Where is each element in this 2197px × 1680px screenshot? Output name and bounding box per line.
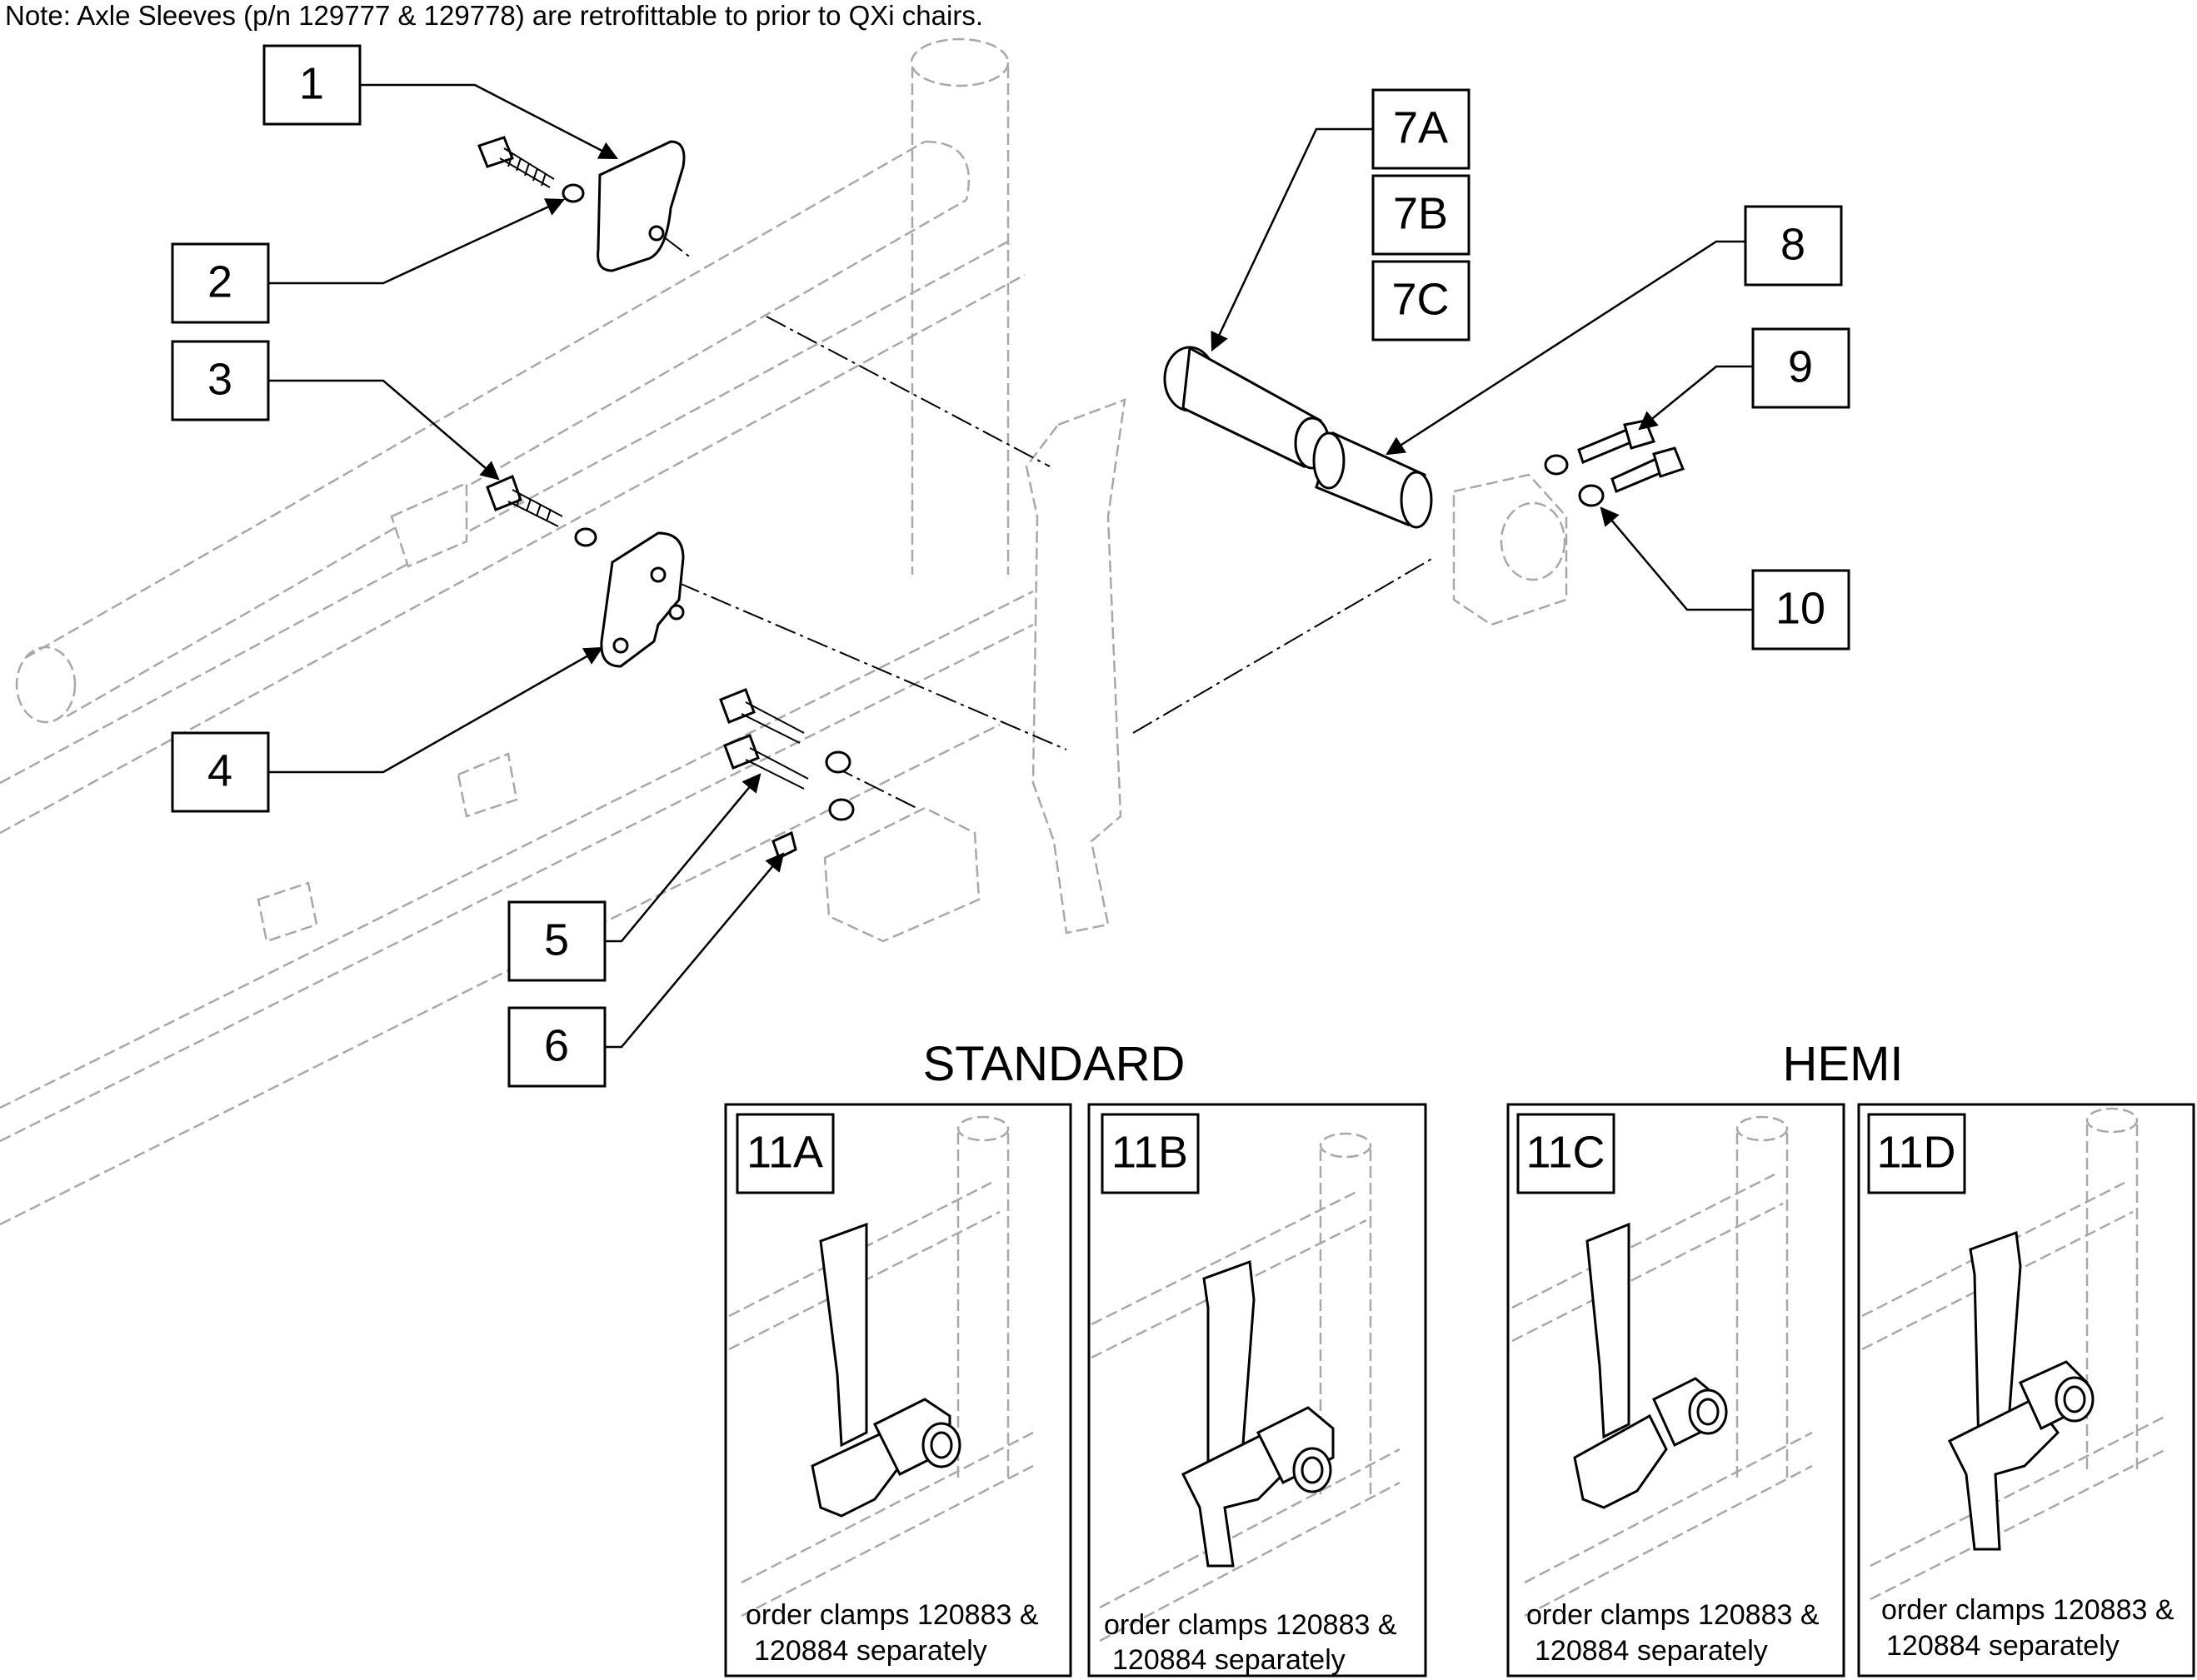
ghost-clamp-lower [823, 806, 981, 943]
svg-text:6: 6 [544, 1020, 569, 1070]
svg-text:2: 2 [207, 257, 232, 307]
variant-caption-line1: order clamps 120883 & [1104, 1609, 1397, 1641]
post-top [910, 37, 1010, 87]
variant-panel-11b: 11B order clamps 120883 & 120884 separat… [1087, 1103, 1427, 1678]
section-title-hemi: HEMI [1783, 1037, 1904, 1091]
variant-label: 11D [1876, 1127, 1955, 1177]
callout-2: 2 [171, 242, 270, 324]
callout-5: 5 [507, 900, 607, 982]
variant-label-box [1101, 1113, 1200, 1194]
part-4-block [600, 531, 685, 668]
part-8-sleeve [1312, 431, 1433, 529]
variant-label-box [1867, 1113, 1966, 1194]
callout-9: 9 [1751, 327, 1850, 409]
svg-text:8: 8 [1780, 219, 1805, 269]
variant-caption-line2: 120884 separately [1886, 1630, 2120, 1662]
variant-caption-line2: 120884 separately [1112, 1644, 1346, 1676]
section-title-standard: STANDARD [923, 1037, 1186, 1091]
svg-text:5: 5 [544, 915, 569, 965]
variant-11a-illustration [728, 1115, 1034, 1618]
variant-11d-illustration [1861, 1107, 2167, 1601]
part-10-washer-b [1578, 484, 1605, 507]
callout-8: 8 [1744, 205, 1843, 287]
part-3-bolt [486, 474, 563, 527]
callout-4: 4 [171, 731, 270, 813]
variant-caption-line1: order clamps 120883 & [1881, 1594, 2175, 1626]
part-9-bolt [1577, 419, 1685, 494]
part-3-washer [574, 527, 597, 547]
retrofit-note: Note: Axle Sleeves (p/n 129777 & 129778)… [5, 0, 983, 31]
callout-1: 1 [262, 44, 362, 126]
svg-text:7B: 7B [1393, 188, 1448, 238]
variant-caption-line2: 120884 separately [754, 1635, 987, 1667]
part-7-axle-sleeve [1163, 346, 1331, 470]
variant-11b-illustration [1091, 1132, 1401, 1643]
variant-label: 11A [746, 1127, 823, 1177]
tube-end-left [15, 646, 77, 724]
variant-panel-11c: 11C order clamps 120883 & 120884 separat… [1506, 1103, 1845, 1678]
svg-text:3: 3 [207, 354, 232, 404]
part-10-washer-a [1544, 454, 1569, 476]
part-1-bolt [477, 136, 555, 188]
callout-7b: 7B [1371, 174, 1470, 256]
ghost-seat-bracket [1025, 398, 1126, 935]
part-1-plate [597, 140, 686, 272]
variant-label: 11B [1111, 1127, 1188, 1177]
variant-caption-line2: 120884 separately [1535, 1635, 1768, 1667]
variant-panel-11a: 11A order clamps 120883 & 120884 separat… [724, 1103, 1072, 1678]
part-2-washer [562, 183, 585, 203]
variant-label-box [736, 1113, 835, 1194]
svg-text:7C: 7C [1391, 274, 1449, 324]
variant-caption-line1: order clamps 120883 & [746, 1599, 1039, 1631]
callout-7a: 7A [1371, 88, 1470, 170]
part-5-bolts [719, 688, 855, 821]
callout-7c: 7C [1371, 260, 1470, 341]
svg-text:10: 10 [1775, 583, 1825, 633]
variant-11c-illustration [1511, 1115, 1813, 1618]
variant-caption-line1: order clamps 120883 & [1526, 1599, 1820, 1631]
ghost-clamp-right [1452, 473, 1568, 626]
svg-text:1: 1 [299, 58, 324, 108]
callout-6: 6 [507, 1006, 607, 1088]
svg-text:9: 9 [1788, 341, 1813, 391]
variant-label-box [1516, 1113, 1615, 1194]
leader-lines [268, 83, 1753, 1049]
callout-10: 10 [1751, 569, 1850, 651]
callout-3: 3 [171, 340, 270, 421]
svg-text:4: 4 [207, 745, 232, 795]
variant-panel-11d: 11D order clamps 120883 & 120884 separat… [1857, 1103, 2195, 1678]
ghost-chair-frame [0, 37, 1568, 1226]
variant-label: 11C [1525, 1127, 1605, 1177]
svg-text:7A: 7A [1393, 102, 1448, 152]
